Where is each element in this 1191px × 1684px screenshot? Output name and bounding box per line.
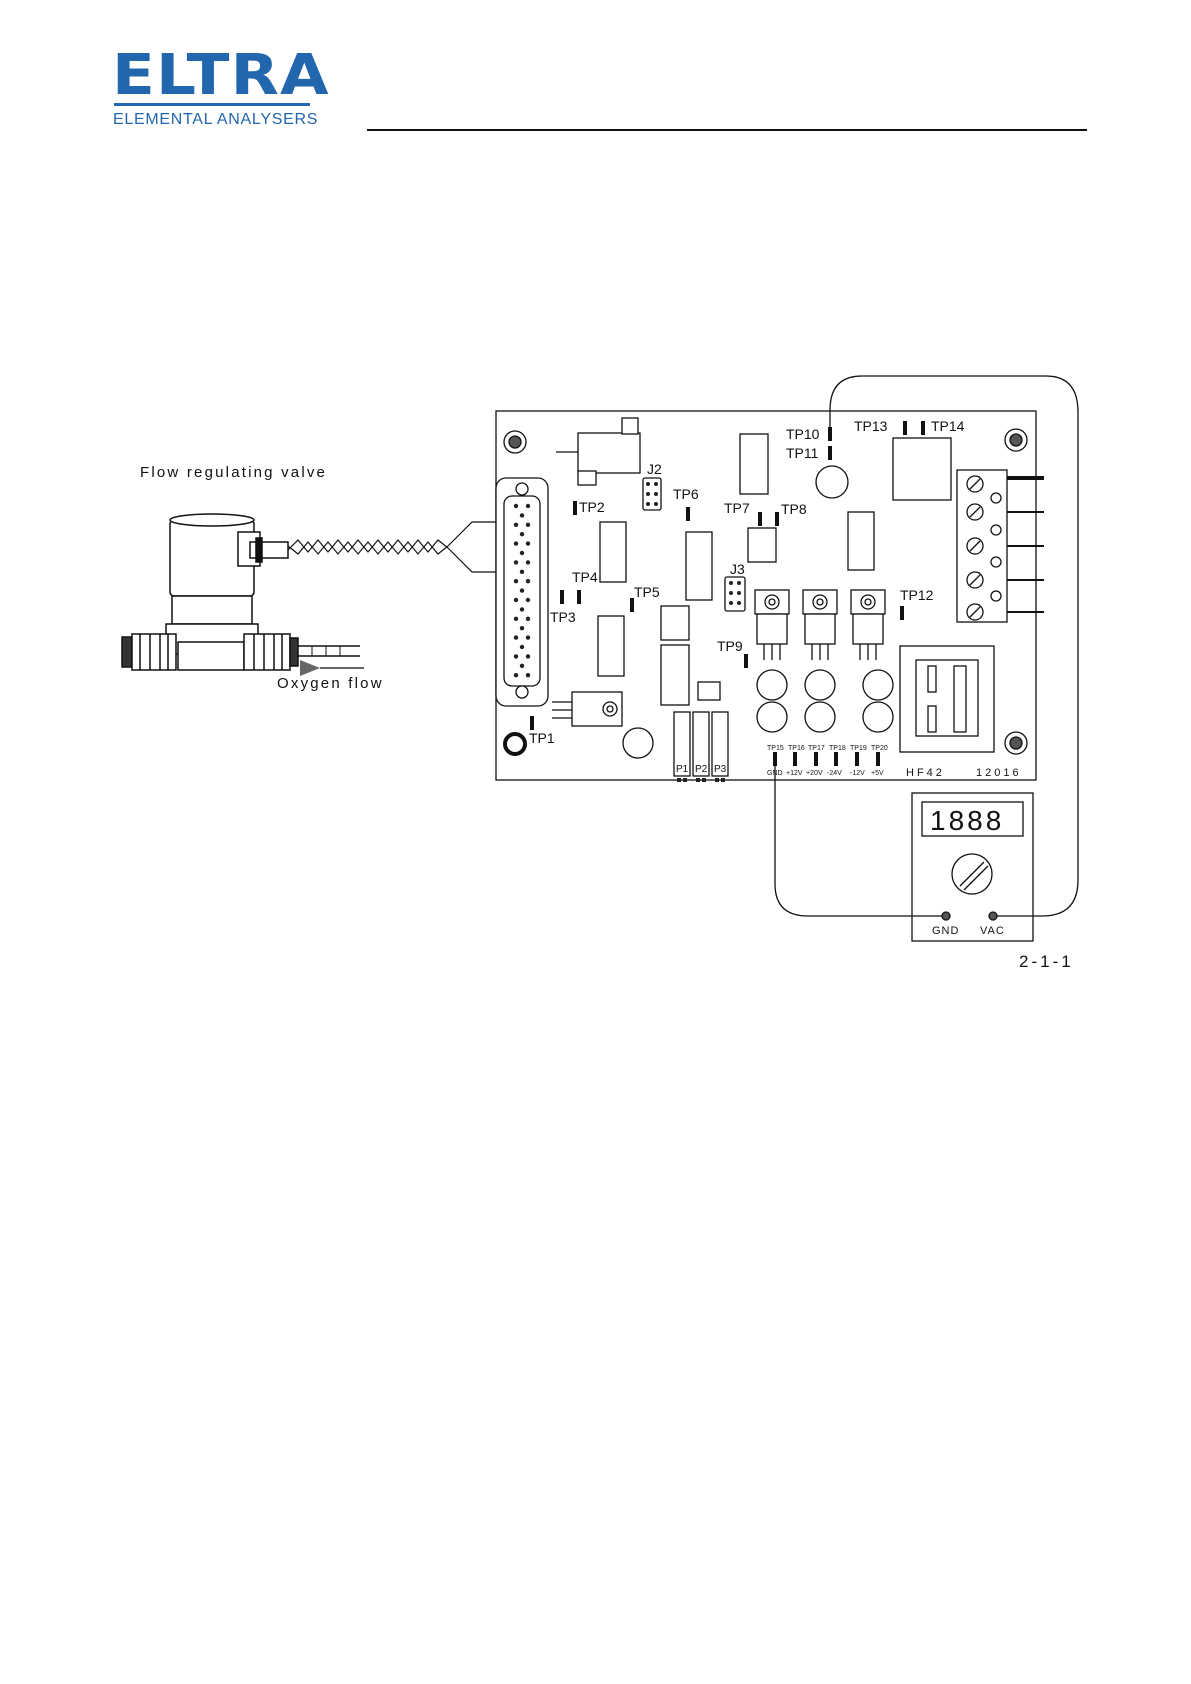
dsub-pin	[520, 588, 524, 592]
dsub-pin	[526, 673, 530, 677]
meter-gnd-label: GND	[932, 925, 959, 937]
dsub-pin	[514, 560, 518, 564]
label-tp14: TP14	[931, 418, 965, 434]
label-tp18: TP18	[829, 745, 846, 752]
label-tp19: TP19	[850, 745, 867, 752]
label-p2: P2	[695, 764, 708, 775]
dsub-pin	[520, 607, 524, 611]
label-p3: P3	[714, 764, 727, 775]
dsub-pin	[520, 551, 524, 555]
label-minus24: -24V	[827, 770, 842, 777]
dsub-pin	[520, 570, 524, 574]
dsub-pin	[520, 626, 524, 630]
dsub-pin	[520, 664, 524, 668]
label-tp20: TP20	[871, 745, 888, 752]
label-tp15: TP15	[767, 745, 784, 752]
label-tp3: TP3	[550, 609, 576, 625]
flow-regulating-valve: Flow regulating valve Oxygen flow	[122, 464, 384, 692]
oxygen-flow-label: Oxygen flow	[277, 675, 384, 692]
label-tp7: TP7	[724, 500, 750, 516]
label-tp12: TP12	[900, 587, 934, 603]
dsub-pin	[514, 673, 518, 677]
label-j3: J3	[730, 561, 745, 577]
label-tp6: TP6	[673, 486, 699, 502]
dsub-pin	[526, 504, 530, 508]
valve-label: Flow regulating valve	[140, 464, 327, 481]
label-tp9: TP9	[717, 638, 743, 654]
label-p1: P1	[676, 764, 689, 775]
label-tp8: TP8	[781, 501, 807, 517]
meter-vac-label: VAC	[980, 925, 1005, 937]
meter-display: 1888	[930, 805, 1004, 836]
label-tp4: TP4	[572, 569, 598, 585]
label-board-name: HF42	[906, 767, 945, 779]
label-j2: J2	[647, 461, 662, 477]
dsub-pin	[526, 635, 530, 639]
pot-labels: P1 P2 P3	[676, 764, 727, 775]
label-tp16: TP16	[788, 745, 805, 752]
dsub-pin	[526, 654, 530, 658]
dsub-pin	[526, 617, 530, 621]
label-plus5: +5V	[871, 770, 884, 777]
dsub-pin	[526, 598, 530, 602]
label-board-number: 12016	[976, 767, 1022, 779]
label-minus12: -12V	[850, 770, 865, 777]
label-plus20: +20V	[806, 770, 823, 777]
label-tp2: TP2	[579, 499, 605, 515]
dsub-pin	[514, 654, 518, 658]
dsub-pin	[526, 523, 530, 527]
dsub-pin	[526, 560, 530, 564]
dsub-pin	[514, 579, 518, 583]
multimeter: 1888 GND VAC	[912, 793, 1033, 941]
dsub-pin	[520, 645, 524, 649]
dsub-pin	[514, 617, 518, 621]
label-plus12: +12V	[786, 770, 803, 777]
dsub-pin	[514, 598, 518, 602]
label-tp13: TP13	[854, 418, 888, 434]
dsub-pin	[520, 532, 524, 536]
label-tp11: TP11	[786, 445, 819, 461]
dsub-pin	[514, 635, 518, 639]
label-tp17: TP17	[808, 745, 825, 752]
label-tp1: TP1	[529, 730, 555, 746]
dsub-pin	[526, 579, 530, 583]
dsub-pin	[514, 504, 518, 508]
dsub-pin	[514, 523, 518, 527]
label-tp10: TP10	[786, 426, 820, 442]
label-tp5: TP5	[634, 584, 660, 600]
figure-number: 2-1-1	[1019, 952, 1074, 971]
twisted-cable	[288, 522, 505, 572]
dsub-pin	[520, 513, 524, 517]
dsub-pin	[526, 541, 530, 545]
dsub-pin	[514, 541, 518, 545]
